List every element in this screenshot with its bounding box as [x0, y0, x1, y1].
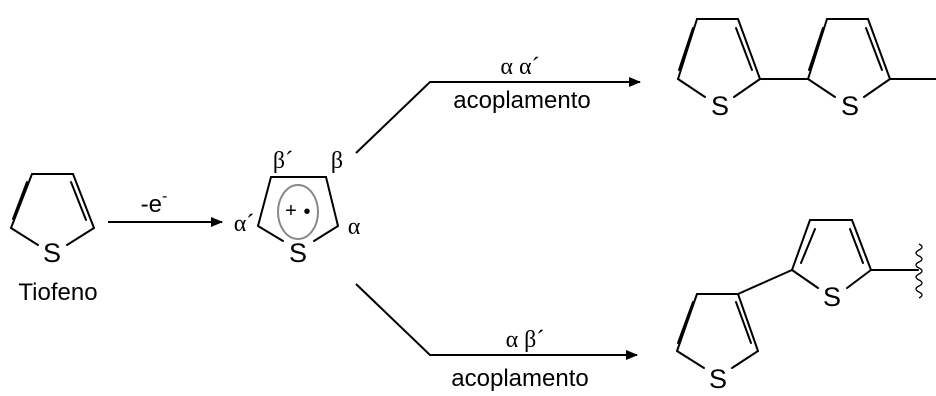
- radical-cation-ring-bonds: [257, 176, 339, 242]
- radical-cation-sulfur-label: S: [289, 238, 307, 268]
- oxidation-label: -e-: [141, 188, 168, 218]
- alpha-beta-sulfur-1-label: S: [709, 364, 727, 394]
- alpha-beta-bithiophene-molecule: S S: [676, 219, 923, 394]
- alpha-alpha-ring-1-bonds: [677, 18, 761, 98]
- alpha-alpha-sulfur-1-label: S: [711, 91, 729, 121]
- wavy-bond-terminator: [915, 243, 923, 299]
- thiophene-molecule: S Tiofeno: [10, 173, 98, 306]
- oxidation-arrow: -e-: [108, 188, 223, 227]
- electron-charge-superscript: -: [162, 188, 167, 205]
- alpha-beta-linking-bond: [737, 269, 793, 295]
- alpha-beta-sulfur-2-label: S: [823, 282, 841, 312]
- alpha-prime-label: α´: [234, 211, 255, 237]
- alpha-beta-ring-1-bonds: [676, 293, 759, 369]
- thiophene-sulfur-label: S: [43, 238, 61, 268]
- alpha-alpha-ring-2-bonds: [807, 18, 891, 98]
- alpha-beta-arrow-line: [355, 283, 638, 360]
- thiophene-ring-bonds: [10, 173, 95, 246]
- alpha-alpha-bithiophene-molecule: S S: [677, 18, 936, 121]
- alpha-alpha-arrow-line: [355, 77, 641, 154]
- alpha-beta-label: α β´: [506, 327, 545, 353]
- alpha-beta-coupling-arrow: α β´ acoplamento: [355, 283, 638, 392]
- positive-charge-label: +: [285, 200, 297, 222]
- thiophene-name-label: Tiofeno: [18, 279, 97, 306]
- radical-cation-molecule: + • S β´ β α´ α: [234, 148, 361, 268]
- alpha-alpha-coupling-arrow: α α´ acoplamento: [355, 54, 641, 154]
- beta-label: β: [331, 148, 343, 174]
- alpha-alpha-caption: acoplamento: [453, 87, 590, 114]
- beta-prime-label: β´: [273, 148, 293, 174]
- radical-dot-label: •: [303, 201, 310, 223]
- alpha-beta-ring-2-bonds: [791, 219, 872, 289]
- alpha-alpha-sulfur-2-label: S: [841, 91, 859, 121]
- alpha-beta-caption: acoplamento: [451, 365, 588, 392]
- delocalization-ellipse: [277, 184, 319, 240]
- alpha-label: α: [348, 214, 361, 240]
- alpha-alpha-label: α α´: [500, 54, 539, 80]
